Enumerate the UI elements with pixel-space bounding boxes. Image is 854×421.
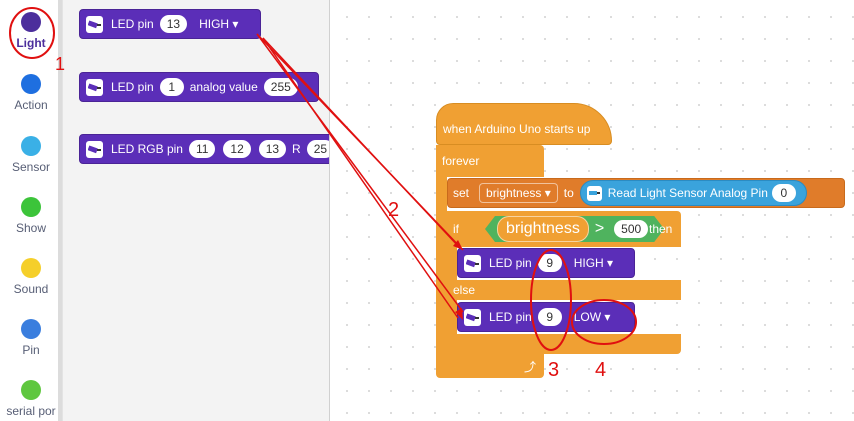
operator-label: >	[594, 220, 605, 237]
sensor-pin-input[interactable]: 0	[771, 184, 796, 202]
pin-input[interactable]: 13	[159, 15, 188, 33]
pin-input[interactable]: 11	[188, 140, 216, 158]
category-label: Light	[16, 36, 46, 50]
set-label: set	[453, 186, 470, 200]
led-icon	[464, 254, 481, 272]
greater-than-block[interactable]: brightness > 500	[485, 216, 664, 242]
pin-input[interactable]: 9	[537, 254, 562, 272]
pin-category-icon	[21, 319, 41, 339]
state-dropdown[interactable]: HIGH	[574, 256, 613, 270]
category-label: Sound	[13, 282, 49, 296]
block-label: LED RGB pin	[110, 142, 183, 156]
channel-label: R	[292, 142, 301, 156]
analog-value-input[interactable]: 255	[263, 78, 298, 96]
category-light[interactable]: Light	[0, 12, 62, 50]
led-pin-digital-block[interactable]: LED pin 13 HIGH	[79, 9, 261, 39]
sound-category-icon	[21, 258, 41, 278]
state-dropdown[interactable]: HIGH	[199, 17, 238, 31]
set-variable-block[interactable]: set brightness to Read Light Sensor Anal…	[447, 178, 845, 208]
category-label: Sensor	[11, 160, 51, 174]
forever-block[interactable]: forever	[436, 145, 544, 177]
category-sound[interactable]: Sound	[0, 258, 62, 296]
then-label: then	[649, 222, 673, 236]
category-sidebar: Light Action Sensor Show Sound Pin seria…	[0, 0, 63, 421]
sensor-category-icon	[21, 136, 41, 156]
led-pin-low-block[interactable]: LED pin 9 LOW	[457, 302, 635, 332]
show-category-icon	[21, 197, 41, 217]
category-pin[interactable]: Pin	[0, 319, 62, 357]
category-action[interactable]: Action	[0, 74, 62, 112]
forever-arm	[436, 177, 447, 352]
category-label: Action	[14, 98, 48, 112]
forever-footer: ⤴	[436, 352, 544, 378]
to-label: to	[563, 186, 574, 200]
category-label: Show	[15, 221, 47, 235]
category-sensor[interactable]: Sensor	[0, 136, 62, 174]
if-label: if	[453, 222, 459, 236]
loop-arrow-icon: ⤴	[524, 360, 537, 374]
block-label: LED pin	[111, 17, 154, 31]
when-starts-hat-block[interactable]: when Arduino Uno starts up	[436, 103, 612, 145]
condition-variable[interactable]: brightness	[497, 216, 589, 242]
else-section: else	[447, 280, 681, 300]
pin-input[interactable]: 12	[223, 140, 251, 158]
if-else-block[interactable]: if brightness > 500 then	[447, 211, 681, 247]
led-icon	[464, 308, 481, 326]
category-label: Pin	[22, 343, 40, 357]
category-label: serial por	[6, 404, 56, 418]
serial-category-icon	[21, 380, 41, 400]
threshold-input[interactable]: 500	[614, 220, 648, 238]
led-icon	[86, 15, 103, 33]
led-pin-analog-block[interactable]: LED pin 1 analog value 255	[79, 72, 319, 102]
block-label: LED pin	[111, 80, 154, 94]
sensor-icon	[586, 185, 602, 201]
category-scrollbar[interactable]	[58, 0, 62, 421]
variable-dropdown[interactable]: brightness	[479, 183, 558, 203]
action-category-icon	[21, 74, 41, 94]
else-label: else	[453, 283, 476, 297]
pin-input[interactable]: 1	[159, 78, 184, 96]
state-dropdown[interactable]: LOW	[574, 310, 611, 324]
led-rgb-block[interactable]: LED RGB pin 11 12 13 R 25	[79, 134, 329, 164]
led-icon	[86, 140, 103, 158]
pin-input[interactable]: 9	[537, 308, 562, 326]
forever-label: forever	[442, 154, 480, 168]
sensor-label: Read Light Sensor Analog Pin	[607, 186, 768, 200]
led-pin-high-block[interactable]: LED pin 9 HIGH	[457, 248, 635, 278]
block-label: LED pin	[489, 256, 532, 270]
category-serial-port[interactable]: serial por	[0, 380, 62, 418]
category-show[interactable]: Show	[0, 197, 62, 235]
if-arm	[447, 247, 457, 280]
read-light-sensor-block[interactable]: Read Light Sensor Analog Pin 0	[579, 180, 807, 206]
block-text: analog value	[189, 80, 258, 94]
block-flyout: LED pin 13 HIGH LED pin 1 analog value 2…	[63, 0, 330, 421]
led-icon	[86, 78, 103, 96]
light-category-icon	[21, 12, 41, 32]
hat-label: when Arduino Uno starts up	[443, 122, 591, 136]
pin-input[interactable]: 13	[258, 140, 287, 158]
channel-value-input[interactable]: 25	[306, 140, 329, 158]
block-label: LED pin	[489, 310, 532, 324]
if-else-footer	[447, 334, 681, 354]
else-arm	[447, 300, 457, 334]
